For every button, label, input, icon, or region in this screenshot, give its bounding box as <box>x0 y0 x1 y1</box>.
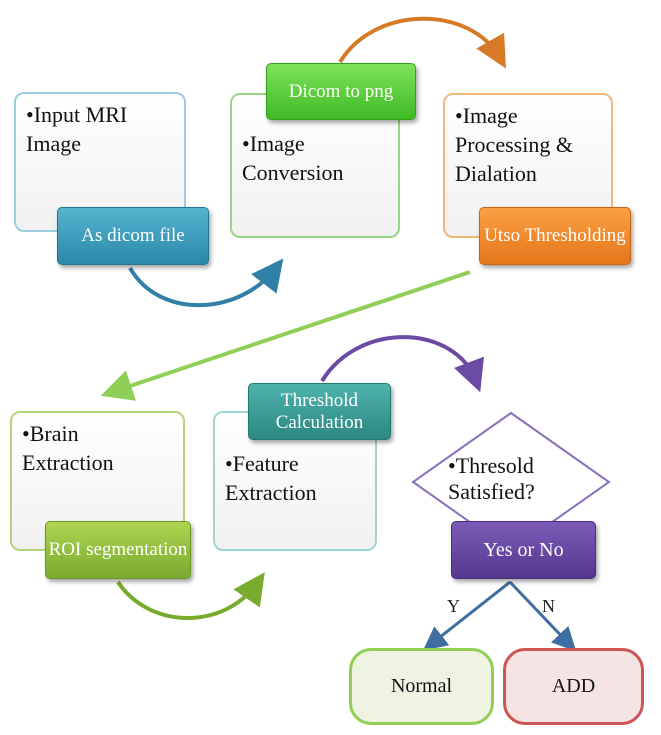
yes-label: Y <box>447 596 460 616</box>
brain-extraction-text: •Brain Extraction <box>22 421 114 475</box>
image-conversion-text: •Image Conversion <box>242 131 344 185</box>
arrow-stage5-to-decision <box>320 335 484 393</box>
feature-extraction-text: •Feature Extraction <box>225 451 317 505</box>
as-dicom-file-tag: As dicom file <box>57 207 209 265</box>
decision-text: •Thresold Satisfied? <box>448 453 535 504</box>
input-mri-text: •Input MRI Image <box>26 102 128 156</box>
yes-or-no-tag: Yes or No <box>451 521 596 579</box>
arrow-yes-to-normal <box>422 580 511 651</box>
no-label: N <box>542 596 555 616</box>
normal-outcome: Normal <box>349 648 494 725</box>
arrow-stage4-to-stage5 <box>116 572 265 620</box>
add-outcome: ADD <box>503 648 644 725</box>
arrow-no-to-add <box>508 580 577 652</box>
dicom-to-png-tag: Dicom to png <box>266 63 416 120</box>
threshold-calculation-tag: Threshold Calculation <box>248 383 391 440</box>
utso-thresholding-tag: Utso Thresholding <box>479 207 631 265</box>
arrow-stage2-to-stage3 <box>338 16 506 69</box>
image-processing-text: •Image Processing & Dialation <box>455 103 573 186</box>
roi-segmentation-tag: ROI segmentation <box>45 521 191 579</box>
arrow-stage1-to-stage2 <box>128 258 284 308</box>
arrow-stage3-to-stage4 <box>100 270 471 401</box>
